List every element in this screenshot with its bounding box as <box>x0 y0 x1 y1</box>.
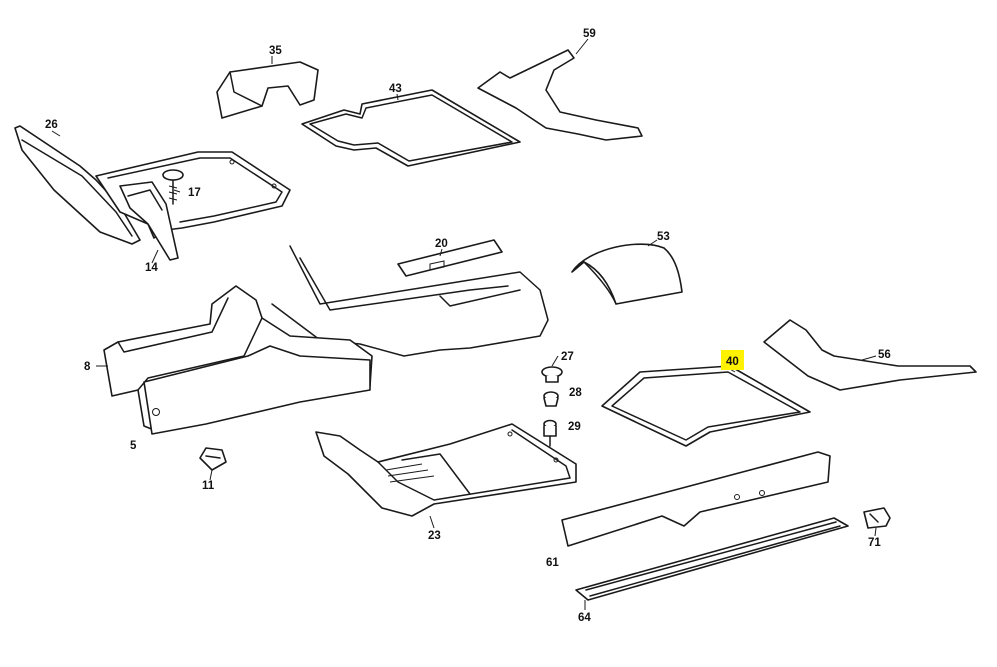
part-29-fastener <box>543 419 557 447</box>
label-28: 28 <box>569 387 582 399</box>
part-40-shape <box>601 365 811 447</box>
part-17-screw <box>162 169 184 205</box>
label-59: 59 <box>583 28 596 40</box>
label-64: 64 <box>578 612 591 624</box>
leader-lines <box>51 38 877 610</box>
label-40: 40 <box>726 356 739 368</box>
part-labels: 35 59 43 26 17 14 20 53 8 5 27 28 29 40 … <box>45 28 891 624</box>
part-11-shape <box>199 447 227 471</box>
label-61: 61 <box>546 557 559 569</box>
label-23: 23 <box>428 530 441 542</box>
label-17: 17 <box>188 187 201 199</box>
part-59-shape <box>477 49 643 141</box>
part-71-shape <box>863 507 891 529</box>
part-43-shape <box>301 89 521 167</box>
label-35: 35 <box>269 45 282 57</box>
part-56-shape <box>763 319 977 391</box>
part-28-fastener <box>543 391 559 407</box>
label-71: 71 <box>868 537 881 549</box>
part-20-shape <box>397 239 503 277</box>
part-5-shape <box>143 345 371 435</box>
floor-pan-outline <box>271 245 549 357</box>
label-11: 11 <box>202 480 215 492</box>
part-14-shape <box>95 151 291 261</box>
label-27: 27 <box>561 351 574 363</box>
label-14: 14 <box>145 262 158 274</box>
part-26-shape <box>14 125 141 245</box>
label-26: 26 <box>45 119 58 131</box>
label-56: 56 <box>878 349 891 361</box>
label-8: 8 <box>84 361 91 373</box>
part-35-shape <box>216 61 319 119</box>
label-29: 29 <box>568 421 581 433</box>
highlight-40 <box>721 350 744 370</box>
label-53: 53 <box>657 231 670 243</box>
part-64-shape <box>575 517 849 601</box>
label-5: 5 <box>130 440 137 452</box>
part-61-shape <box>561 451 831 547</box>
part-27-fastener <box>541 366 563 383</box>
label-43: 43 <box>389 83 402 95</box>
label-20: 20 <box>435 238 448 250</box>
part-23-shape <box>315 423 577 517</box>
part-53-shape <box>571 243 683 305</box>
